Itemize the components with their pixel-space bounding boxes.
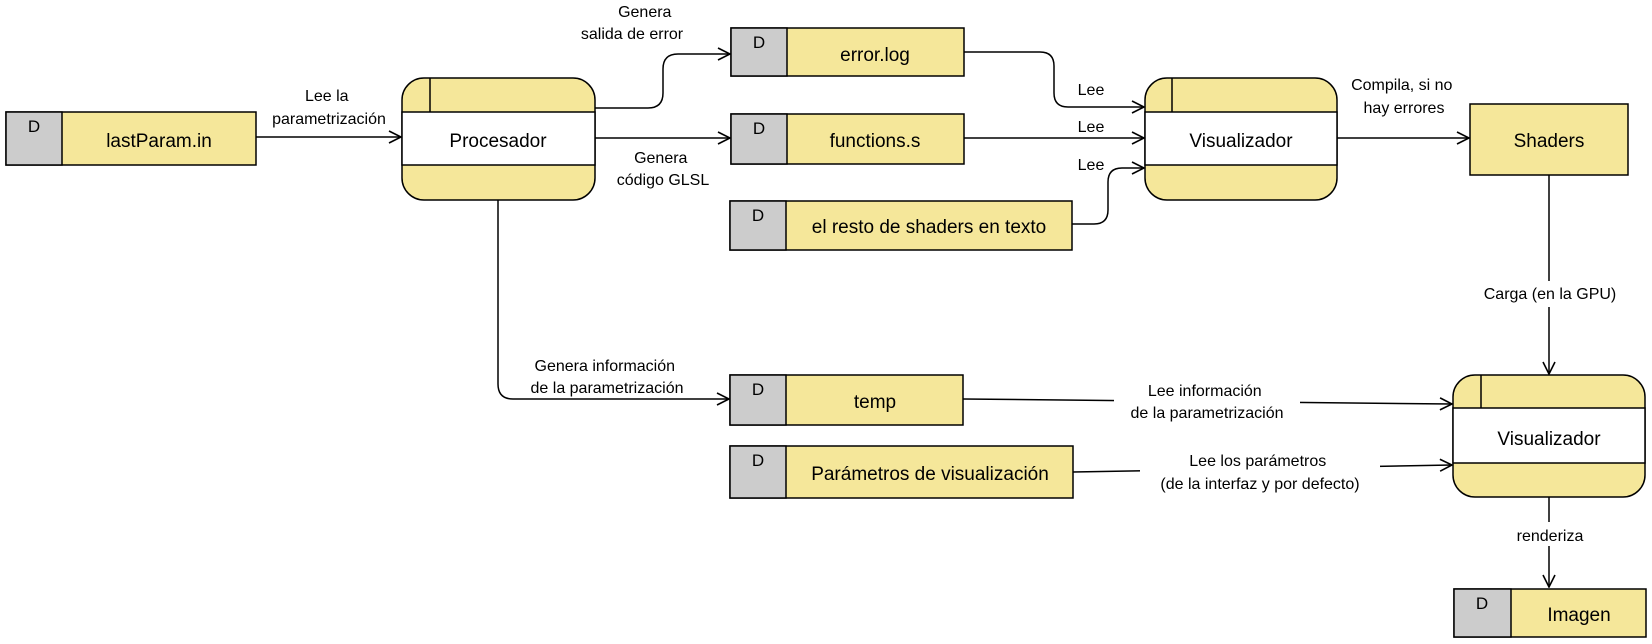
process-visualizador-2: Visualizador: [1452, 374, 1646, 498]
store-label: el resto de shaders en texto: [812, 217, 1046, 238]
edge-resto-to-visualizador1: [1072, 168, 1144, 225]
store-label: functions.s: [830, 131, 921, 152]
flow-label-lee-params: Lee los parámetros (de la interfaz y por…: [1160, 453, 1359, 493]
store-tag: D: [752, 451, 764, 470]
edge-errorlog-to-visualizador1: [964, 51, 1144, 107]
store-parametros: D Parámetros de visualización: [729, 445, 1074, 499]
store-tag: D: [752, 380, 764, 399]
process-visualizador-1: Visualizador: [1144, 77, 1338, 201]
store-label: Imagen: [1547, 605, 1610, 626]
flow-label-carga: Carga (en la GPU): [1484, 286, 1617, 303]
flow-label-renderiza: renderiza: [1517, 528, 1584, 545]
flow-label-lee-functions: Lee: [1078, 119, 1105, 136]
process-procesador: Procesador: [401, 77, 596, 201]
entity-label: Shaders: [1514, 131, 1585, 152]
store-label: error.log: [840, 45, 910, 66]
store-label: lastParam.in: [106, 131, 212, 152]
store-tag: D: [753, 119, 765, 138]
process-label: Visualizador: [1497, 429, 1601, 450]
store-tag: D: [1476, 594, 1488, 613]
store-label: temp: [854, 392, 896, 413]
store-tag: D: [28, 117, 40, 136]
flow-label-genera-error: Genera salida de error: [581, 4, 684, 43]
store-functions: D functions.s: [730, 113, 965, 165]
flow-label-lee-resto: Lee: [1078, 157, 1105, 174]
store-tag: D: [752, 206, 764, 225]
process-label: Procesador: [449, 131, 547, 152]
flow-label-compila: Compila, si no hay errores: [1351, 77, 1457, 117]
flow-label-lee-info: Lee información de la parametrización: [1131, 383, 1284, 422]
store-tag: D: [753, 33, 765, 52]
process-label: Visualizador: [1189, 131, 1293, 152]
store-imagen: D Imagen: [1453, 588, 1647, 638]
edge-procesador-to-temp: [497, 200, 729, 399]
store-resto-shaders: D el resto de shaders en texto: [729, 200, 1073, 251]
edge-procesador-to-errorlog: [595, 54, 730, 109]
flow-label-lee-parametrizacion: Lee la parametrización: [272, 88, 386, 128]
flow-label-genera-info: Genera información de la parametrización: [531, 358, 684, 397]
entity-shaders: Shaders: [1469, 103, 1629, 176]
flow-label-genera-glsl: Genera código GLSL: [617, 150, 710, 189]
store-errorlog: D error.log: [730, 27, 965, 77]
store-temp: D temp: [729, 374, 964, 426]
flow-label-lee-error: Lee: [1078, 82, 1105, 99]
store-label: Parámetros de visualización: [811, 464, 1049, 485]
store-lastparam: D lastParam.in: [5, 111, 257, 166]
